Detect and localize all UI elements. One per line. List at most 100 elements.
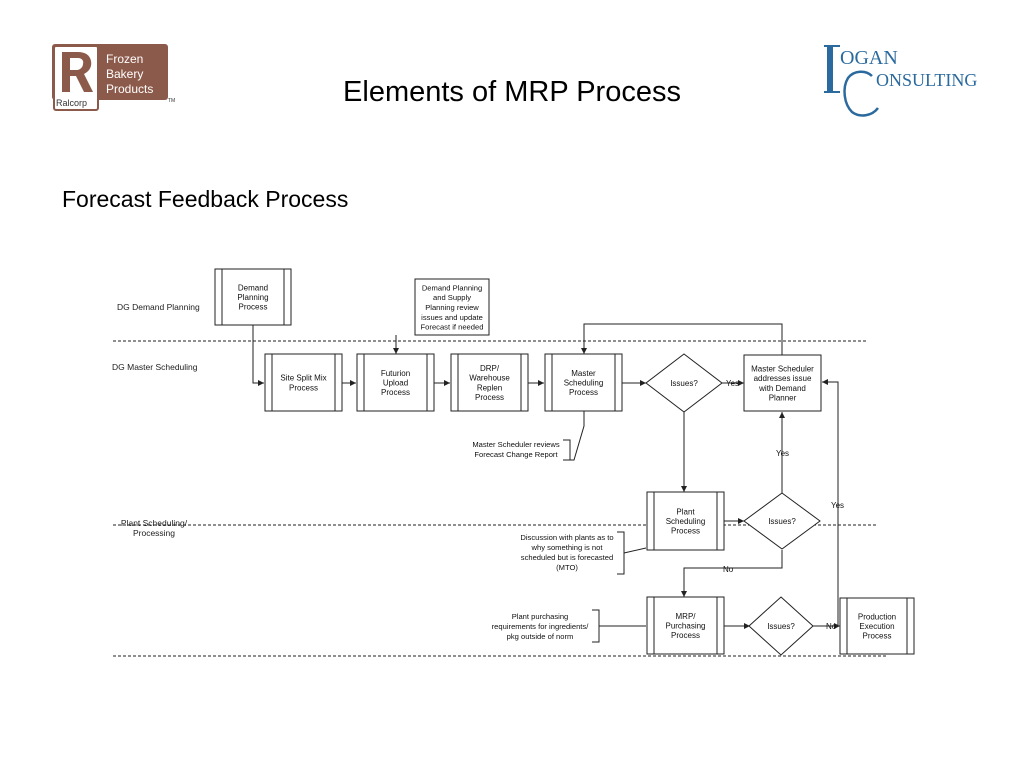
note-text: Plant purchasing bbox=[512, 612, 569, 621]
process-label: Master Scheduler bbox=[751, 365, 814, 374]
arrow-icon bbox=[258, 380, 264, 386]
arrow-icon bbox=[350, 380, 356, 386]
process-box bbox=[450, 353, 529, 412]
decision-d1: Issues? bbox=[645, 353, 723, 413]
process-label: Master bbox=[571, 369, 596, 378]
lane-label-demand: DG Demand Planning bbox=[117, 302, 200, 312]
process-label: Process bbox=[671, 527, 700, 536]
process-box bbox=[839, 597, 915, 655]
note-text: requirements for ingredients/ bbox=[492, 622, 590, 631]
decision-label: Issues? bbox=[767, 622, 795, 631]
process-box bbox=[544, 353, 623, 412]
note-change-bracket bbox=[563, 439, 571, 460]
process-label: Process bbox=[381, 388, 410, 397]
process-label: Replen bbox=[477, 383, 502, 392]
note-text: why something is not bbox=[531, 543, 604, 552]
process-box bbox=[356, 353, 435, 412]
process-label: Process bbox=[863, 632, 892, 641]
process-label: Execution bbox=[859, 622, 894, 631]
edge-labels: Yes Yes No Yes No bbox=[723, 379, 844, 631]
edge-addresses-back-to-master bbox=[583, 323, 783, 355]
arrow-icon bbox=[834, 623, 840, 629]
process-label: addresses issue bbox=[754, 374, 812, 383]
page-title: Elements of MRP Process bbox=[343, 76, 681, 108]
edge-d2-no-to-mrp bbox=[683, 550, 783, 597]
decision-diamond bbox=[748, 596, 814, 656]
process-label: MRP/ bbox=[676, 612, 697, 621]
logo-line-1: Frozen bbox=[106, 52, 143, 66]
process-label: Scheduling bbox=[666, 517, 706, 526]
process-box bbox=[646, 596, 725, 655]
note-text: Discussion with plants as to bbox=[520, 533, 613, 542]
lane-label-master: DG Master Scheduling bbox=[112, 362, 198, 372]
process-label: Plant bbox=[676, 507, 695, 516]
edge-label-d1-yes: Yes bbox=[726, 379, 739, 388]
process-label: DRP/ bbox=[480, 364, 500, 373]
process-label: Production bbox=[858, 612, 896, 621]
decision-label: Issues? bbox=[768, 517, 796, 526]
diagram-subtitle: Forecast Feedback Process bbox=[62, 186, 349, 212]
note-text: (MTO) bbox=[556, 563, 578, 572]
process-label: with Demand bbox=[758, 384, 806, 393]
process-box bbox=[743, 354, 822, 412]
process-label: Process bbox=[569, 388, 598, 397]
note-text: issues and update bbox=[421, 313, 483, 322]
decision-d3: Issues? bbox=[748, 596, 814, 656]
note-text: Demand Planning bbox=[422, 283, 482, 292]
logo-brand: Ralcorp bbox=[56, 98, 87, 108]
arrow-icon bbox=[779, 412, 785, 418]
edge-label-d2-yes: Yes bbox=[776, 449, 789, 458]
process-label: Planning bbox=[237, 293, 268, 302]
logo-consulting: ONSULTING bbox=[876, 70, 977, 90]
edge-label-d3-yes: Yes bbox=[831, 501, 844, 510]
lane-label-plant: Plant Scheduling/ Processing bbox=[121, 518, 188, 538]
decision-diamonds: Issues? Issues? Issues? bbox=[645, 353, 821, 656]
process-label: Process bbox=[289, 383, 318, 392]
process-label: Process bbox=[239, 303, 268, 312]
lane-label-text: DG Master Scheduling bbox=[112, 362, 198, 372]
decision-diamond bbox=[645, 353, 723, 413]
process-label: Demand bbox=[238, 283, 268, 292]
arrow-icon bbox=[581, 348, 587, 354]
note-discussion-bracket bbox=[617, 531, 625, 575]
edge-demand-to-site-split bbox=[252, 325, 264, 384]
note-text: Planning review bbox=[425, 303, 479, 312]
note-discussion-leader bbox=[623, 547, 647, 554]
process-label: Purchasing bbox=[665, 622, 705, 631]
edge-label-d3-no: No bbox=[826, 622, 837, 631]
arrow-icon bbox=[738, 380, 744, 386]
arrow-icon bbox=[640, 380, 646, 386]
note-text: pkg outside of norm bbox=[507, 632, 574, 641]
logo-logan: OGAN bbox=[840, 47, 898, 69]
decision-diamond bbox=[743, 492, 821, 550]
logan-consulting-logo: OGAN ONSULTING bbox=[824, 45, 977, 117]
process-box bbox=[646, 491, 725, 551]
arrow-icon bbox=[538, 380, 544, 386]
decision-d2: Issues? bbox=[743, 492, 821, 550]
process-box bbox=[214, 268, 292, 326]
lane-label-text: Plant Scheduling/ bbox=[121, 518, 188, 528]
process-label: Process bbox=[475, 393, 504, 402]
decision-label: Issues? bbox=[670, 379, 698, 388]
arrow-icon bbox=[681, 486, 687, 492]
process-label: Site Split Mix bbox=[280, 374, 326, 383]
arrow-icon bbox=[681, 591, 687, 597]
logo-line-3: Products bbox=[106, 82, 153, 96]
note-text: scheduled but is forecasted bbox=[521, 553, 613, 562]
note-purchasing-bracket bbox=[592, 609, 600, 643]
note-text: Forecast if needed bbox=[421, 323, 484, 332]
lane-label-text: DG Demand Planning bbox=[117, 302, 200, 312]
l-monogram-icon bbox=[824, 45, 840, 93]
r-monogram-icon bbox=[62, 52, 93, 92]
